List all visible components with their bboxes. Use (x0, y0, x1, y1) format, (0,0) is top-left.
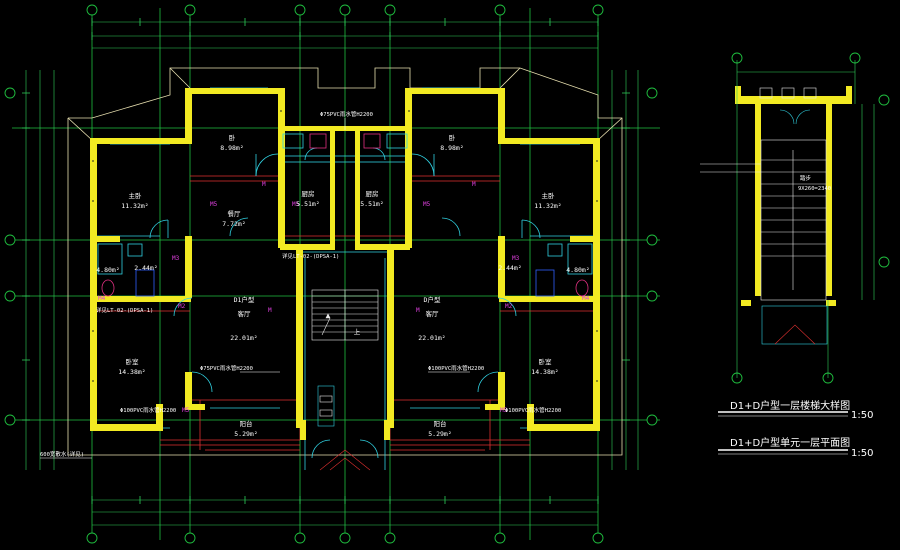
svg-text:M5: M5 (292, 201, 300, 208)
bedroom-upper-left-area: 8.98m² (220, 144, 243, 152)
bedroom-lower-left-label: 卧室 (126, 357, 140, 366)
structural-walls (90, 86, 852, 440)
living-left-label: 客厅 (238, 309, 252, 318)
stair-detail-tread: 踏步 (800, 174, 812, 182)
dining-left-label: 餐厅 (228, 209, 242, 218)
unit-plan-scale: 1:50 (851, 448, 873, 459)
svg-text:M5: M5 (182, 407, 190, 414)
grid-bubbles (4, 4, 890, 544)
living-right-label: 客厅 (426, 309, 440, 318)
drain-note-right: Φ100PVC雨水管H2200 (428, 364, 484, 372)
svg-text:M5: M5 (500, 407, 508, 414)
bedroom-lower-left-area: 14.38m² (118, 368, 145, 376)
bedroom-upper-left-label: 卧 (229, 134, 236, 142)
unit-plan-title: D1+D户型单元一层平面图 (730, 436, 850, 449)
svg-text:M4: M4 (582, 295, 590, 302)
drain-note-lower-left: Φ100PVC雨水管H2200 (120, 406, 176, 414)
svg-text:M4: M4 (98, 295, 106, 302)
svg-text:M2: M2 (505, 303, 513, 310)
bath-right-area: 4.80m² (566, 266, 589, 274)
bath-left-area: 4.80m² (96, 266, 119, 274)
bedroom-lower-right-label: 卧室 (539, 357, 553, 366)
window-lines (96, 160, 596, 451)
drain-note-lower-right: Φ100PVC雨水管H2200 (505, 406, 561, 414)
stair-detail-dims (700, 60, 875, 378)
wash-area-right: 2.44m² (498, 264, 521, 272)
left-unit-name: D1户型 (234, 295, 255, 304)
stair-detail-title: D1+D户型一层楼梯大样图 (730, 399, 850, 412)
ref-note-left: 详见LT-02-(DPSA-1) (96, 306, 153, 314)
door-swings (149, 147, 541, 459)
kitchen-left-label: 厨房 (302, 189, 315, 198)
bedroom-upper-right-area: 8.98m² (440, 144, 463, 152)
master-left-area: 11.32m² (121, 202, 148, 210)
stair-up-label: 上 (354, 327, 361, 336)
svg-text:M2: M2 (178, 303, 186, 310)
balcony-right-area: 5.29m² (428, 430, 451, 438)
bedroom-lower-right-area: 14.38m² (531, 368, 558, 376)
living-left-area: 22.01m² (230, 334, 257, 342)
svg-text:M3: M3 (512, 255, 520, 262)
wash-area-left: 2.44m² (134, 264, 157, 272)
ref-note-center: 详见LT-02-(DPSA-1) (282, 252, 339, 260)
room-labels: 卧 8.98m² 卧 8.98m² 主卧 11.32m² 主卧 11.32m² … (96, 134, 589, 438)
stair-detail-scale: 1:50 (851, 410, 873, 421)
balcony-right-label: 阳台 (434, 419, 447, 428)
drain-note-left: Φ75PVC雨水管H2200 (200, 364, 253, 372)
leader-lines (40, 118, 470, 459)
dimension-ticks (22, 18, 630, 504)
svg-text:M5: M5 (210, 201, 218, 208)
main-stair (311, 289, 379, 471)
kitchen-right-area: 5.51m² (360, 200, 383, 208)
bath-fixtures (97, 133, 593, 297)
svg-text:M3: M3 (172, 255, 180, 262)
dining-left-area: 7.72m² (222, 220, 245, 228)
svg-text:M: M (262, 181, 266, 188)
right-unit-name: D户型 (424, 295, 441, 304)
annotations: 详见LT-02-(DPSA-1) 详见LT-02-(DPSA-1) Φ75PVC… (40, 110, 561, 458)
drawing-titles: D1+D户型一层楼梯大样图 1:50 D1+D户型单元一层平面图 1:50 (718, 399, 873, 459)
svg-text:M5: M5 (423, 201, 431, 208)
ground-note: 600宽散水(详见) (40, 450, 84, 458)
balcony-left-area: 5.29m² (234, 430, 257, 438)
kitchen-right-label: 厨房 (366, 189, 379, 198)
master-right-label: 主卧 (542, 191, 556, 200)
balcony-left-label: 阳台 (240, 419, 253, 428)
drain-note-top: Φ75PVC雨水管H2200 (320, 110, 373, 118)
svg-text:M: M (268, 307, 272, 314)
stair-detail-dim: 9X260=2340 (798, 186, 831, 192)
wall-hatch (92, 110, 598, 382)
stair-detail (759, 87, 828, 345)
master-right-area: 11.32m² (534, 202, 561, 210)
master-left-label: 主卧 (129, 191, 143, 200)
kitchen-left-area: 5.51m² (296, 200, 319, 208)
stair-detail-text: 踏步 9X260=2340 (798, 174, 831, 192)
bedroom-upper-right-label: 卧 (449, 134, 456, 142)
svg-text:M: M (472, 181, 476, 188)
svg-text:M: M (416, 307, 420, 314)
living-right-area: 22.01m² (418, 334, 445, 342)
